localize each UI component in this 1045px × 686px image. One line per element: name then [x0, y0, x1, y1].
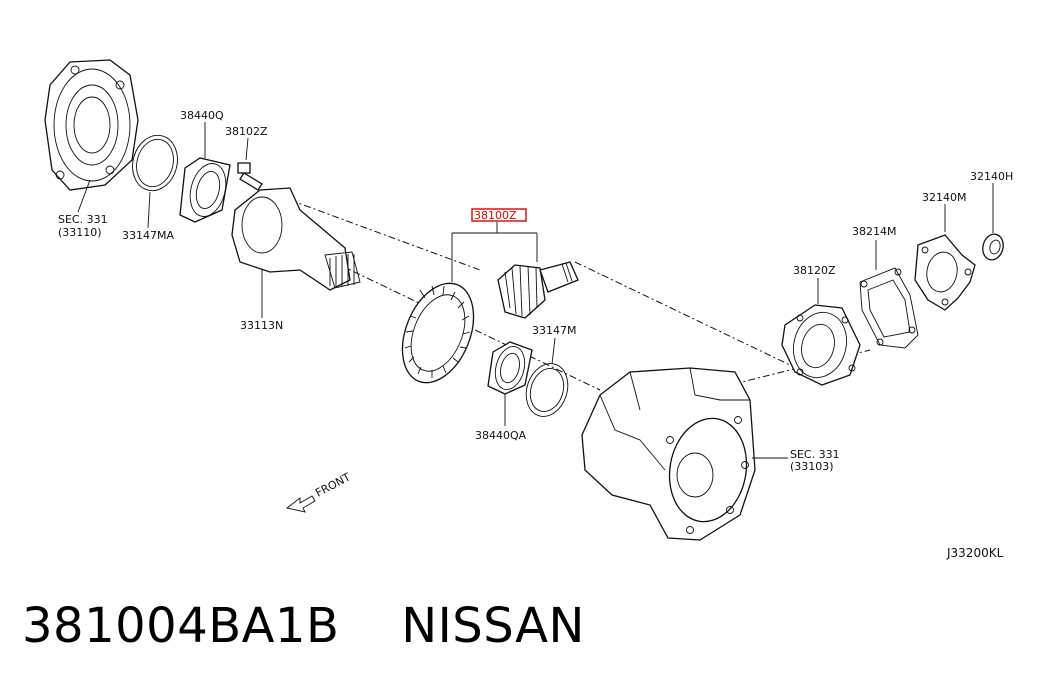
label-38120Z: 38120Z	[793, 264, 836, 277]
brand-name: NISSAN	[401, 598, 585, 654]
diagram-code: J33200KL	[946, 546, 1004, 560]
label-sec331-left-sub: (33110)	[58, 226, 102, 239]
bearing-retainer-38120Z	[781, 304, 861, 386]
snap-ring-33147M	[525, 363, 569, 417]
label-32140H: 32140H	[970, 170, 1013, 183]
callout-bracket	[451, 222, 538, 282]
label-32140M: 32140M	[922, 191, 966, 204]
ring-gear	[401, 282, 475, 384]
label-38100Z: 38100Z	[474, 209, 517, 222]
label-38440QA: 38440QA	[475, 429, 527, 442]
label-38102Z: 38102Z	[225, 125, 268, 138]
flange-nut-32140H	[982, 233, 1004, 261]
label-sec331-right: SEC. 331	[790, 448, 840, 461]
snap-ring-33147MA	[132, 134, 178, 192]
label-33113N: 33113N	[240, 319, 283, 332]
label-sec331-left: SEC. 331	[58, 213, 108, 226]
exploded-parts-diagram: SEC. 331 (33110) 33147MA 38440Q 38102Z 3…	[44, 59, 1013, 560]
label-33147M: 33147M	[532, 324, 576, 337]
companion-flange-32140M	[914, 234, 976, 311]
label-front: FRONT	[313, 470, 353, 499]
gasket-38214M	[859, 267, 919, 349]
assembly-line-upper	[289, 199, 791, 366]
differential-carrier-housing	[581, 367, 756, 541]
extension-housing-33113N	[231, 187, 361, 291]
label-sec331-right-sub: (33103)	[790, 460, 834, 473]
oil-seal-38440Q	[179, 157, 231, 223]
drive-pinion-gear	[497, 261, 579, 319]
oil-seal-38440QA	[487, 341, 533, 395]
label-33147MA: 33147MA	[122, 229, 174, 242]
part-highlight-box	[471, 208, 527, 222]
part-number: 381004BA1B	[22, 598, 340, 654]
part-caption: 381004BA1B NISSAN	[22, 598, 585, 654]
front-arrow-icon	[285, 495, 316, 513]
left-housing-flange	[44, 59, 139, 191]
bolt-38102Z	[237, 162, 263, 191]
label-38440Q: 38440Q	[180, 109, 224, 122]
label-38214M: 38214M	[852, 225, 896, 238]
